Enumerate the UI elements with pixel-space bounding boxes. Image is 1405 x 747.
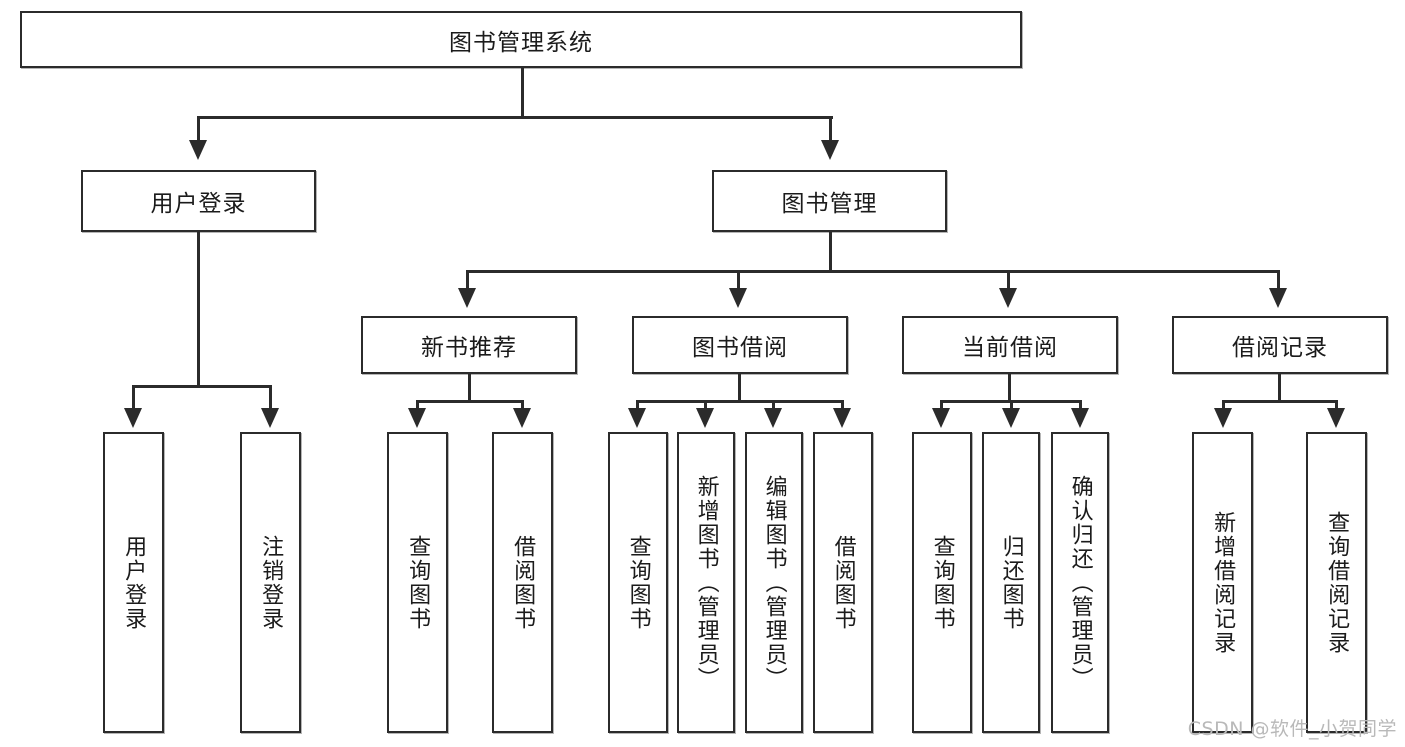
arrowhead-leaf-query-book-2 bbox=[628, 408, 646, 428]
node-leaf-logout-login[interactable]: 注销登录 bbox=[240, 432, 301, 733]
connector-borrow-record-branch-2 bbox=[1335, 400, 1338, 412]
arrowhead-leaf-borrow-book-2 bbox=[833, 408, 851, 428]
node-leaf-query-book-3-label: 查询图书 bbox=[929, 534, 955, 631]
node-leaf-borrow-book-2[interactable]: 借阅图书 bbox=[813, 432, 873, 733]
node-current-borrow-label: 当前借阅 bbox=[962, 335, 1058, 361]
connector-book-borrow-stem bbox=[738, 374, 741, 400]
connector-to-book-manage bbox=[829, 116, 832, 144]
node-leaf-edit-book[interactable]: 编辑图书（管理员） bbox=[745, 432, 803, 733]
node-user-login[interactable]: 用户登录 bbox=[81, 170, 316, 232]
node-leaf-query-book-1[interactable]: 查询图书 bbox=[387, 432, 448, 733]
arrowhead-leaf-query-borrow-record bbox=[1327, 408, 1345, 428]
node-book-manage[interactable]: 图书管理 bbox=[712, 170, 947, 232]
connector-new-book-recommend-stem bbox=[468, 374, 471, 400]
connector-level2-bus bbox=[197, 116, 833, 119]
arrowhead-leaf-add-book bbox=[696, 408, 714, 428]
connector-current-borrow-branch-1 bbox=[940, 400, 943, 412]
node-leaf-user-login-label: 用户登录 bbox=[121, 534, 147, 631]
arrowhead-to-new-book-recommend bbox=[458, 288, 476, 308]
connector-user-login-branch-2 bbox=[269, 385, 272, 412]
connector-current-borrow-stem bbox=[1008, 374, 1011, 400]
arrowhead-to-borrow-record bbox=[1269, 288, 1287, 308]
node-leaf-add-borrow-record[interactable]: 新增借阅记录 bbox=[1192, 432, 1253, 733]
node-leaf-confirm-return[interactable]: 确认归还（管理员） bbox=[1051, 432, 1109, 733]
node-leaf-edit-book-label: 编辑图书（管理员） bbox=[761, 474, 787, 691]
node-book-borrow[interactable]: 图书借阅 bbox=[632, 316, 848, 374]
connector-current-borrow-branch-2 bbox=[1010, 400, 1013, 412]
connector-book-borrow-branch-4 bbox=[841, 400, 844, 412]
connector-book-borrow-branch-1 bbox=[636, 400, 639, 412]
node-root[interactable]: 图书管理系统 bbox=[20, 11, 1022, 68]
node-root-label: 图书管理系统 bbox=[449, 29, 593, 56]
arrowhead-to-book-borrow bbox=[729, 288, 747, 308]
connector-user-login-branch-1 bbox=[132, 385, 135, 412]
node-leaf-add-book-label: 新增图书（管理员） bbox=[693, 474, 719, 691]
connector-user-login-stem bbox=[197, 232, 200, 385]
node-leaf-add-borrow-record-label: 新增借阅记录 bbox=[1210, 510, 1236, 655]
arrowhead-leaf-logout-login bbox=[261, 408, 279, 428]
connector-book-manage-stem bbox=[829, 232, 832, 270]
node-current-borrow[interactable]: 当前借阅 bbox=[902, 316, 1118, 374]
connector-borrow-record-branch-1 bbox=[1222, 400, 1225, 412]
arrowhead-leaf-user-login bbox=[124, 408, 142, 428]
connector-book-borrow-branch-3 bbox=[772, 400, 775, 412]
connector-to-borrow-record bbox=[1277, 270, 1280, 290]
node-leaf-return-book-label: 归还图书 bbox=[998, 534, 1024, 631]
arrowhead-to-user-login bbox=[189, 140, 207, 160]
node-leaf-query-book-3[interactable]: 查询图书 bbox=[912, 432, 972, 733]
node-borrow-record-label: 借阅记录 bbox=[1232, 335, 1328, 361]
arrowhead-leaf-query-book-1 bbox=[408, 408, 426, 428]
node-leaf-confirm-return-label: 确认归还（管理员） bbox=[1067, 474, 1093, 691]
arrowhead-leaf-query-book-3 bbox=[932, 408, 950, 428]
arrowhead-leaf-confirm-return bbox=[1071, 408, 1089, 428]
connector-to-book-borrow bbox=[737, 270, 740, 290]
node-leaf-borrow-book-1-label: 借阅图书 bbox=[510, 534, 536, 631]
node-leaf-query-book-1-label: 查询图书 bbox=[405, 534, 431, 631]
connector-to-user-login bbox=[197, 116, 200, 144]
connector-borrow-record-stem bbox=[1278, 374, 1281, 400]
arrowhead-leaf-return-book bbox=[1002, 408, 1020, 428]
node-leaf-return-book[interactable]: 归还图书 bbox=[982, 432, 1040, 733]
arrowhead-leaf-borrow-book-1 bbox=[513, 408, 531, 428]
node-new-book-recommend-label: 新书推荐 bbox=[421, 335, 517, 361]
node-leaf-query-book-2-label: 查询图书 bbox=[625, 534, 651, 631]
connector-book-borrow-bus bbox=[636, 400, 844, 403]
node-leaf-user-login[interactable]: 用户登录 bbox=[103, 432, 164, 733]
arrowhead-leaf-add-borrow-record bbox=[1214, 408, 1232, 428]
node-leaf-query-borrow-record[interactable]: 查询借阅记录 bbox=[1306, 432, 1367, 733]
node-user-login-label: 用户登录 bbox=[150, 191, 247, 217]
node-book-manage-label: 图书管理 bbox=[781, 191, 878, 217]
connector-root-stem bbox=[521, 68, 524, 116]
node-leaf-add-book[interactable]: 新增图书（管理员） bbox=[677, 432, 735, 733]
node-new-book-recommend[interactable]: 新书推荐 bbox=[361, 316, 577, 374]
connector-user-login-bus bbox=[132, 385, 272, 388]
node-borrow-record[interactable]: 借阅记录 bbox=[1172, 316, 1388, 374]
node-book-borrow-label: 图书借阅 bbox=[692, 335, 788, 361]
node-leaf-logout-login-label: 注销登录 bbox=[258, 534, 284, 631]
arrowhead-leaf-edit-book bbox=[764, 408, 782, 428]
arrowhead-to-current-borrow bbox=[999, 288, 1017, 308]
connector-to-current-borrow bbox=[1007, 270, 1010, 290]
connector-borrow-record-bus bbox=[1222, 400, 1338, 403]
arrowhead-to-book-manage bbox=[821, 140, 839, 160]
connector-book-borrow-branch-2 bbox=[704, 400, 707, 412]
connector-current-borrow-branch-3 bbox=[1079, 400, 1082, 412]
node-leaf-borrow-book-1[interactable]: 借阅图书 bbox=[492, 432, 553, 733]
connector-level3-bus bbox=[466, 270, 1278, 273]
connector-new-book-recommend-branch-1 bbox=[416, 400, 419, 412]
node-leaf-query-book-2[interactable]: 查询图书 bbox=[608, 432, 668, 733]
connector-new-book-recommend-branch-2 bbox=[521, 400, 524, 412]
connector-to-new-book-recommend bbox=[466, 270, 469, 290]
node-leaf-query-borrow-record-label: 查询借阅记录 bbox=[1324, 510, 1350, 655]
node-leaf-borrow-book-2-label: 借阅图书 bbox=[830, 534, 856, 631]
connector-new-book-recommend-bus bbox=[416, 400, 524, 403]
csdn-watermark: CSDN @软件_小贺同学 bbox=[1187, 718, 1397, 740]
